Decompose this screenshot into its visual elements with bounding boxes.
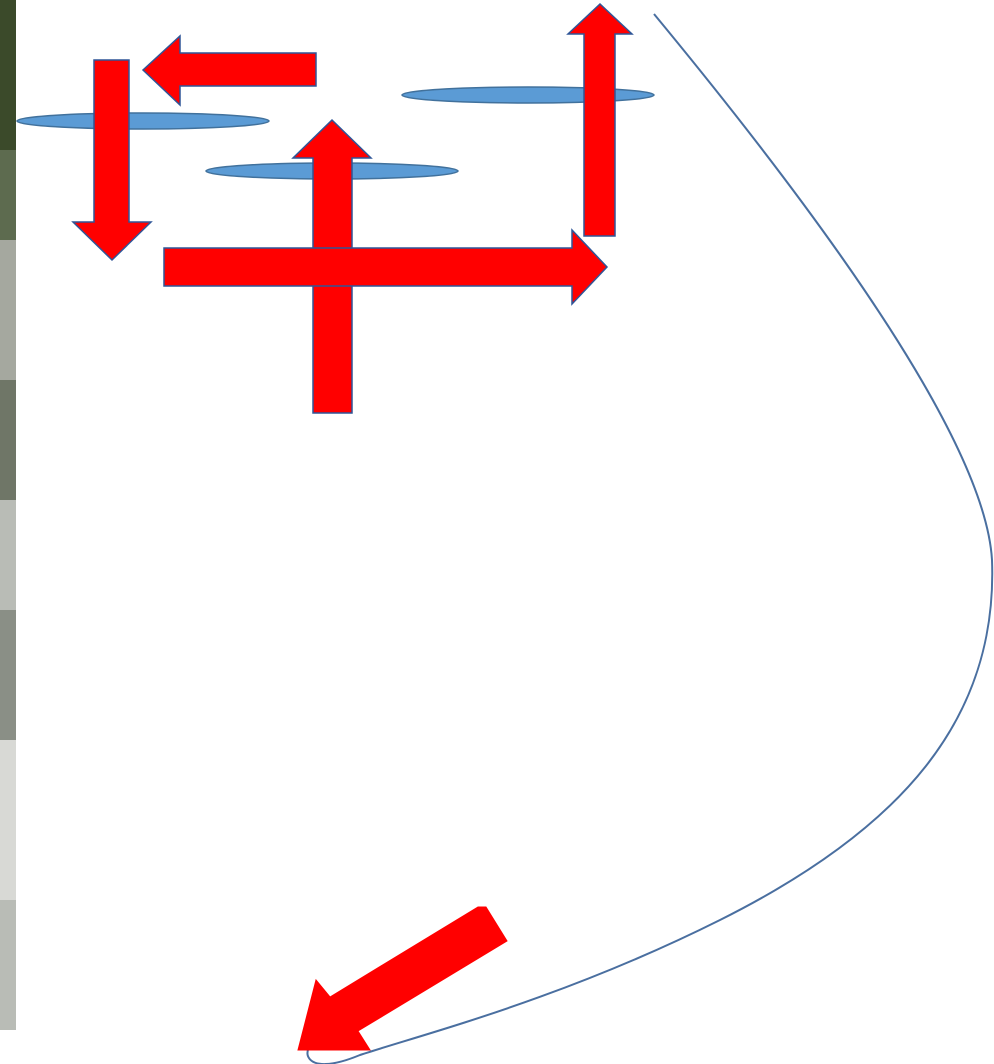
arrow-down-left bbox=[73, 60, 151, 260]
ellipse-right bbox=[402, 87, 654, 103]
arrow-up-right bbox=[568, 4, 632, 236]
ellipse-left bbox=[17, 113, 269, 129]
arrow-diagonal-bottom bbox=[298, 907, 507, 1050]
arrow-right-horizontal bbox=[164, 230, 607, 304]
arrow-left-top bbox=[143, 36, 316, 105]
